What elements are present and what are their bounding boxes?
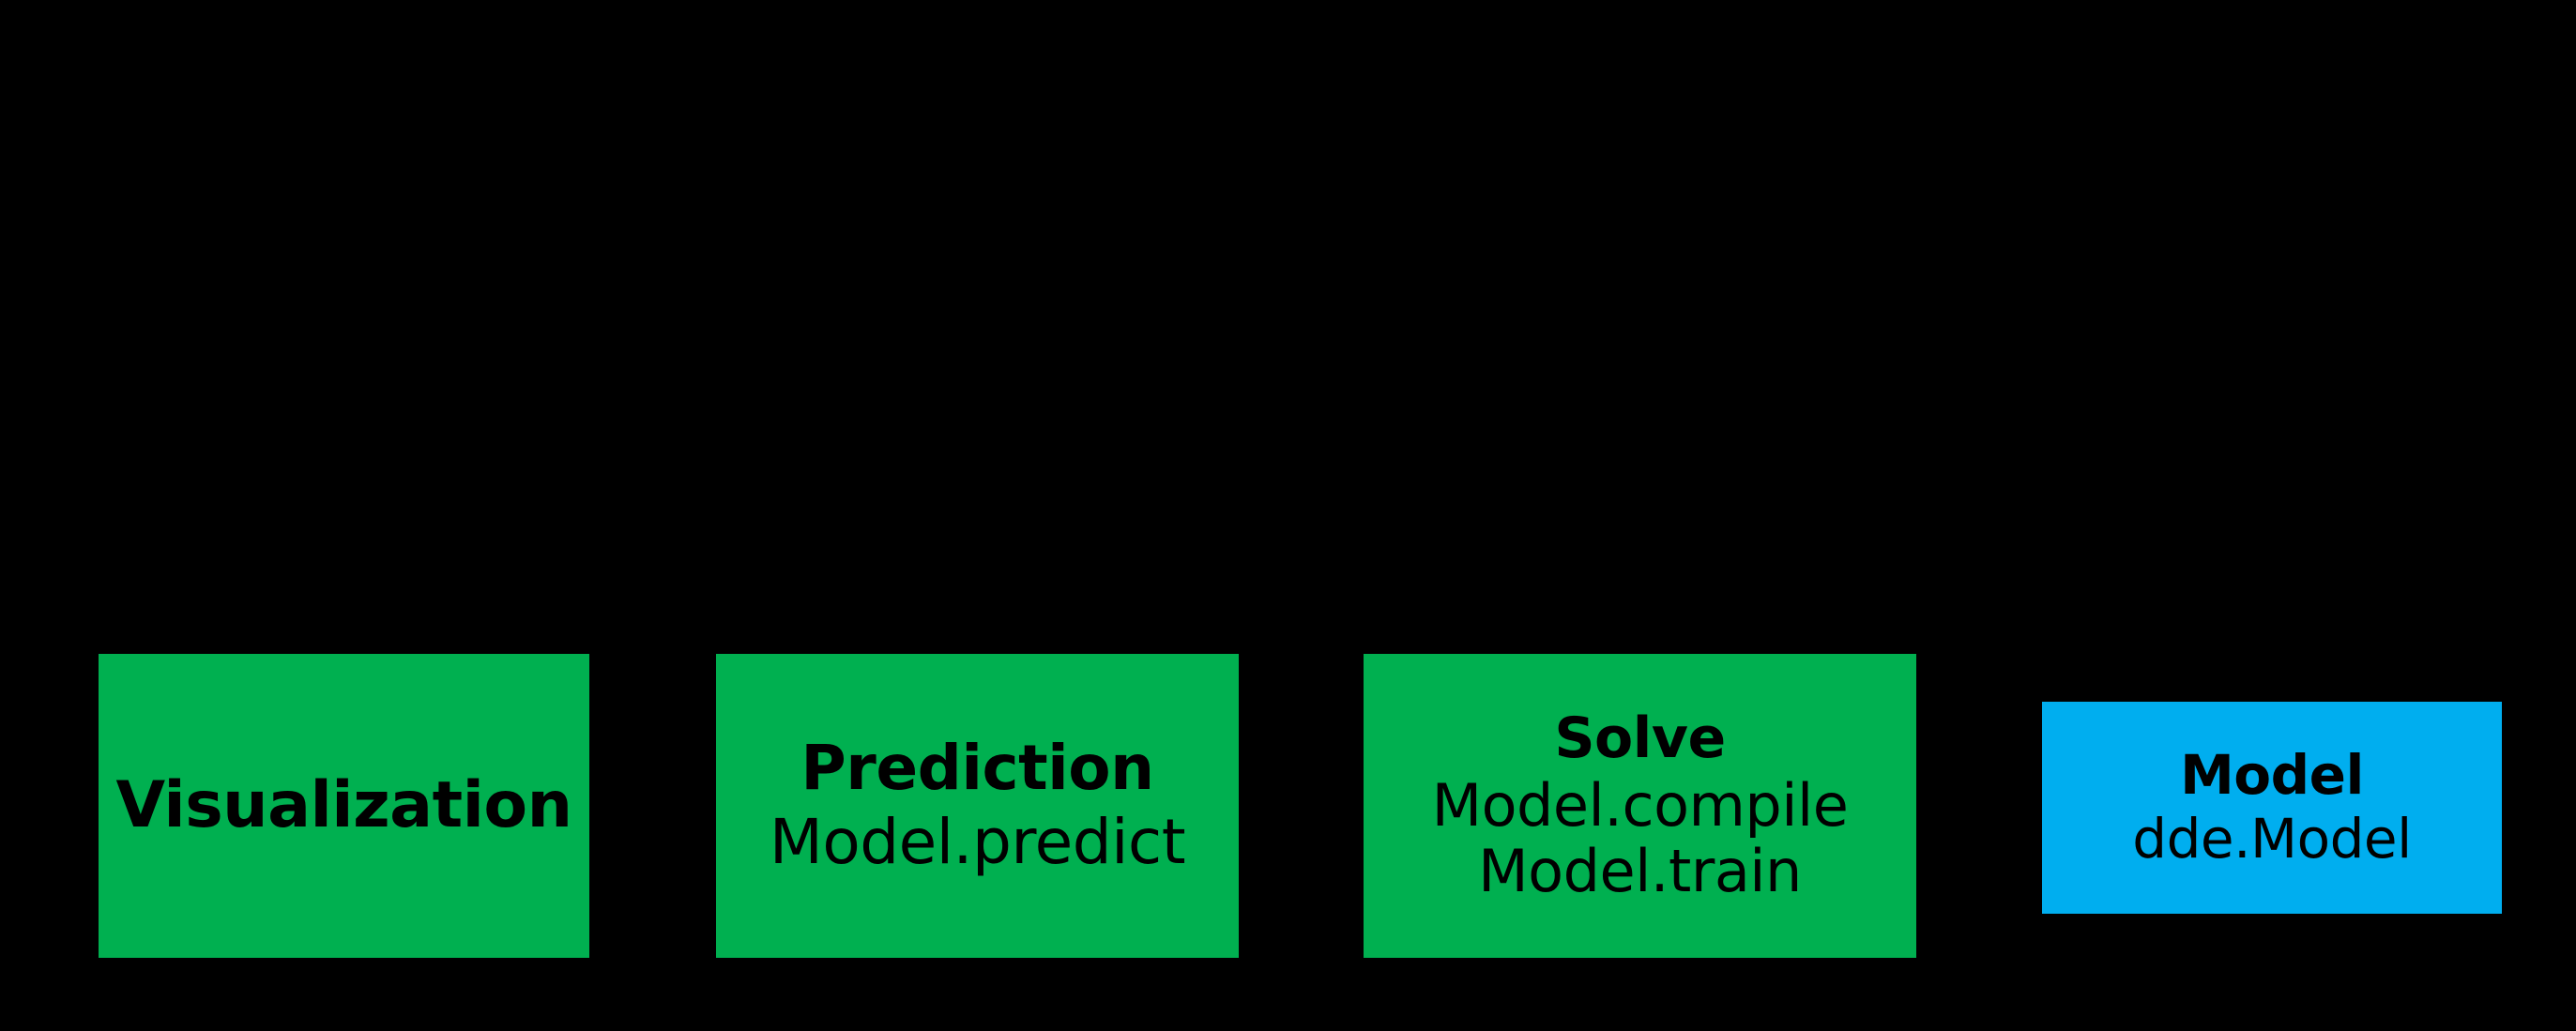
node-prediction-line-1: Model.predict [769,806,1186,878]
node-solve[interactable]: Solve Model.compile Model.train [1364,654,1916,958]
node-model[interactable]: Model dde.Model [2042,702,2502,914]
node-prediction[interactable]: Prediction Model.predict [716,654,1239,958]
node-model-title: Model [2180,743,2364,808]
node-solve-title: Solve [1554,705,1726,772]
node-visualization[interactable]: Visualization [99,654,589,958]
node-model-line-1: dde.Model [2132,807,2412,871]
node-solve-line-1: Model.compile [1431,770,1849,840]
node-solve-line-2: Model.train [1478,836,1802,905]
node-prediction-title: Prediction [800,732,1154,805]
node-visualization-title: Visualization [115,767,572,842]
